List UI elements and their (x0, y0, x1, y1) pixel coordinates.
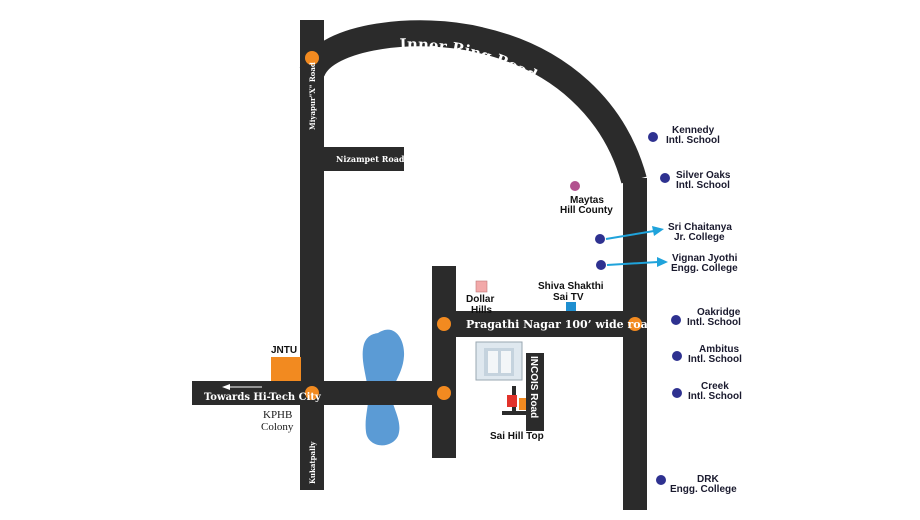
silver-oaks-school-dot (660, 173, 670, 183)
sri-chaitanya-label-line1: Sri Chaitanya (668, 222, 732, 233)
incois-road (526, 353, 544, 431)
vignan-jyothi-label-line1: Vignan Jyothi (672, 253, 738, 264)
sai-hill-top-marker (519, 398, 526, 410)
building-block-a (488, 351, 498, 373)
building-block-b (501, 351, 511, 373)
vignan-jyothi-arrow (606, 261, 659, 266)
nizampet-road (322, 147, 404, 171)
jntu-marker (271, 357, 301, 381)
junction-miyapur-hitech (305, 386, 319, 400)
central-vertical-road (432, 266, 456, 458)
oakridge-label-line2: Intl. School (687, 317, 741, 328)
kphb-label-line1: KPHB (263, 409, 292, 421)
drk-label-line1: DRK (697, 474, 719, 485)
junction-central-hitech (437, 386, 451, 400)
creek-label-line2: Intl. School (688, 391, 742, 402)
oakridge-label-line1: Oakridge (697, 307, 741, 318)
shiva-shakthi-marker (566, 302, 576, 311)
vignan-jyothi-dot (596, 260, 606, 270)
nizampet-road-label: Nizampet Road (336, 154, 405, 164)
kphb-label-line2: Colony (261, 421, 294, 433)
incois-road-label: INCOIS Road (528, 356, 539, 418)
sai-hill-top-label: Sai Hill Top (490, 431, 544, 442)
maytas-label-line2: Hill County (560, 205, 613, 216)
pragathi-nagar-road (432, 311, 646, 337)
hitech-road (192, 381, 454, 405)
kennedy-label-line1: Kennedy (672, 125, 715, 136)
sri-chaitanya-arrow (605, 230, 655, 240)
sri-chaitanya-arrowhead (652, 226, 664, 236)
ambitus-label-line1: Ambitus (699, 344, 739, 355)
right-vertical-road (623, 178, 647, 510)
vignan-jyothi-arrowhead (657, 257, 668, 267)
kennedy-school-dot (648, 132, 658, 142)
hitech-direction-arrowhead (222, 384, 230, 390)
dollar-hills-label-line2: Hills (471, 305, 493, 316)
kennedy-label-line2: Intl. School (666, 135, 720, 146)
hitech-road-label: Towards Hi-Tech City (204, 392, 322, 403)
dollar-hills-marker (475, 280, 488, 293)
ambitus-school-dot (672, 351, 682, 361)
kukatpally-road-label: Kukatpally (308, 441, 317, 484)
shiva-shakthi-label-line1: Shiva Shakthi (538, 281, 604, 292)
drk-college-dot (656, 475, 666, 485)
silver-oaks-label-line2: Intl. School (676, 180, 730, 191)
miyapur-road (300, 20, 324, 490)
shiva-shakthi-label-line2: Sai TV (553, 292, 584, 303)
maytas-hill-county-dot (570, 181, 580, 191)
vignan-jyothi-label-line2: Engg. College (671, 263, 738, 274)
creek-label-line1: Creek (701, 381, 729, 392)
oakridge-school-dot (671, 315, 681, 325)
dollar-hills-label-line1: Dollar (466, 294, 494, 305)
drk-label-line2: Engg. College (670, 484, 737, 495)
jntu-label: JNTU (271, 345, 297, 356)
ambitus-label-line2: Intl. School (688, 354, 742, 365)
pragathi-road-label: Pragathi Nagar 100’ wide road (466, 318, 656, 331)
junction-central-pragathi (437, 317, 451, 331)
sai-hill-top-sign (507, 395, 517, 407)
inner-ring-road (299, 20, 647, 184)
junction-right-pragathi (628, 317, 642, 331)
silver-oaks-label-line1: Silver Oaks (676, 170, 731, 181)
sai-hill-top-base (502, 411, 526, 415)
sri-chaitanya-dot (595, 234, 605, 244)
creek-school-dot (672, 388, 682, 398)
miyapur-road-label: Miyapur"X" Road (308, 62, 317, 130)
junction-miyapur-top (305, 51, 319, 65)
maytas-label-line1: Maytas (570, 195, 604, 206)
sri-chaitanya-label-line2: Jr. College (674, 232, 725, 243)
